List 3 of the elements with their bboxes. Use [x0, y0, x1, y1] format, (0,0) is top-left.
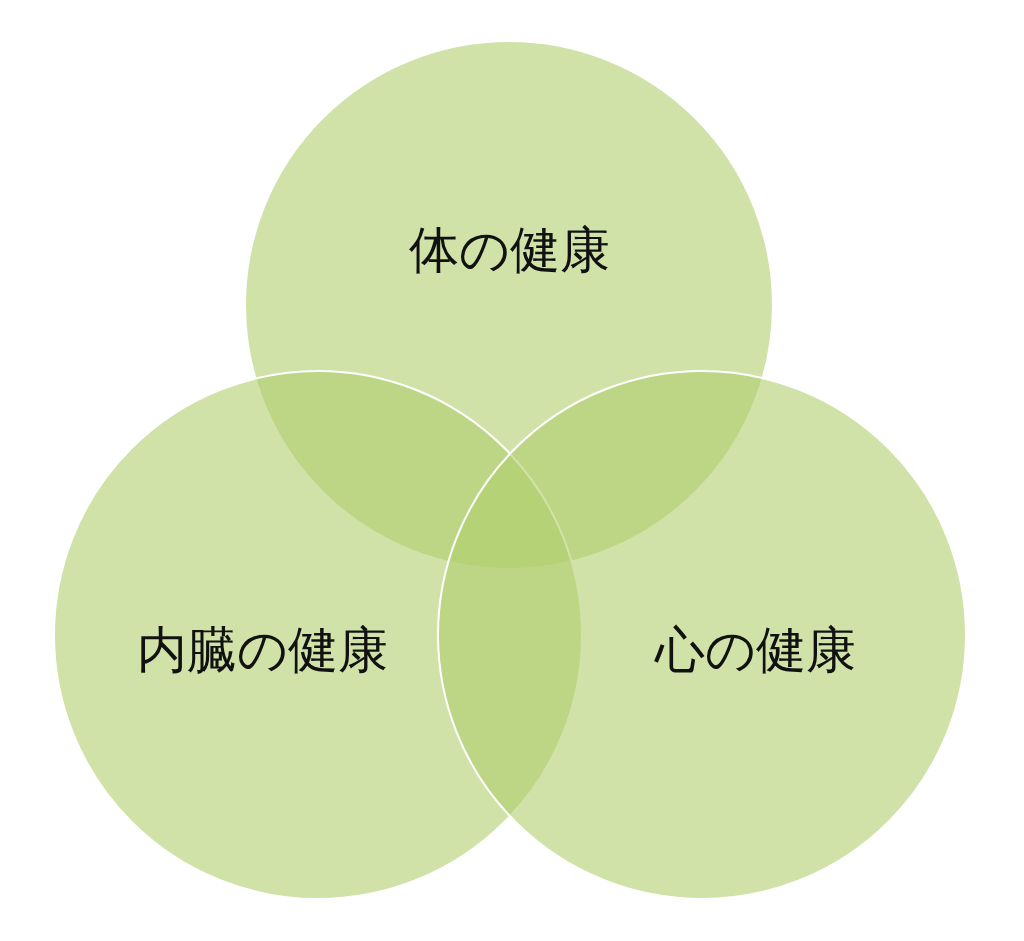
circle-label: 体の健康	[408, 219, 610, 281]
circle-label: 心の健康	[654, 619, 856, 681]
circle-label: 内臓の健康	[136, 619, 388, 681]
